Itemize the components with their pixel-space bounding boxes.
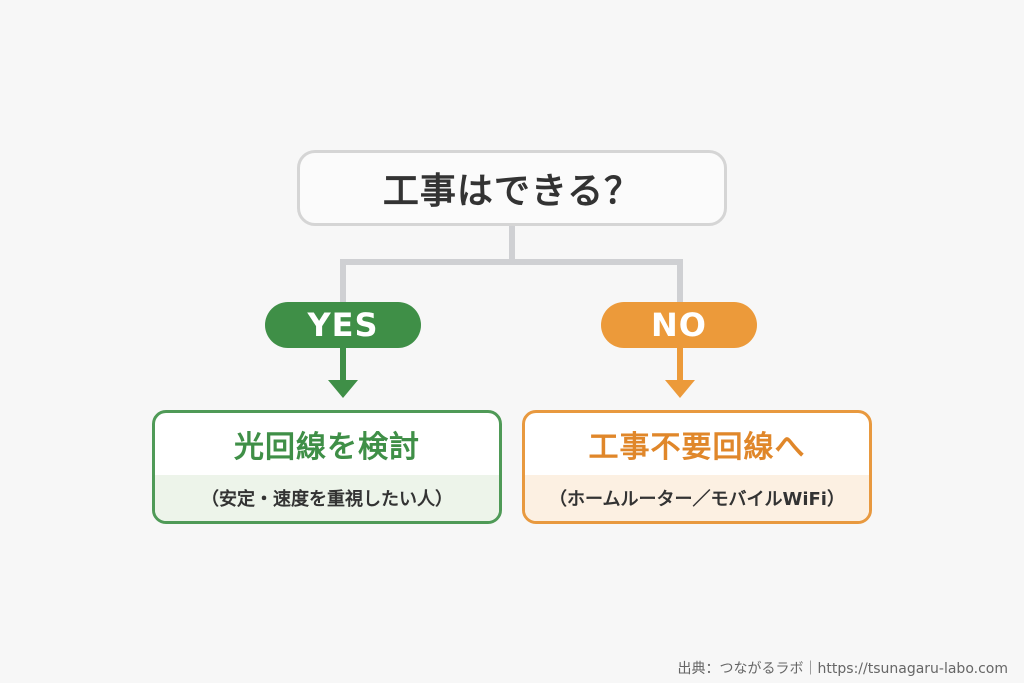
no-label: NO <box>651 306 707 344</box>
no-result-subtitle: （ホームルーター／モバイルWiFi） <box>525 475 869 521</box>
yes-arrow-shaft <box>340 346 346 382</box>
no-pill: NO <box>601 302 757 348</box>
connector-vertical-no <box>677 259 683 304</box>
yes-arrow-down-icon <box>328 380 358 398</box>
yes-result-subtitle: （安定・速度を重視したい人） <box>155 475 499 521</box>
yes-result-box: 光回線を検討 （安定・速度を重視したい人） <box>152 410 502 524</box>
no-result-title: 工事不要回線へ <box>588 430 806 465</box>
question-box: 工事はできる？ <box>297 150 727 226</box>
yes-pill: YES <box>265 302 421 348</box>
yes-result-title: 光回線を検討 <box>234 430 420 465</box>
no-arrow-shaft <box>677 346 683 382</box>
no-result-box: 工事不要回線へ （ホームルーター／モバイルWiFi） <box>522 410 872 524</box>
connector-vertical-main <box>509 226 515 265</box>
connector-horizontal <box>340 259 683 265</box>
source-credit: 出典：つながるラボ｜https://tsunagaru-labo.com <box>677 661 1008 677</box>
no-arrow-down-icon <box>665 380 695 398</box>
connector-vertical-yes <box>340 259 346 304</box>
question-text: 工事はできる？ <box>382 171 642 212</box>
yes-label: YES <box>307 306 379 344</box>
